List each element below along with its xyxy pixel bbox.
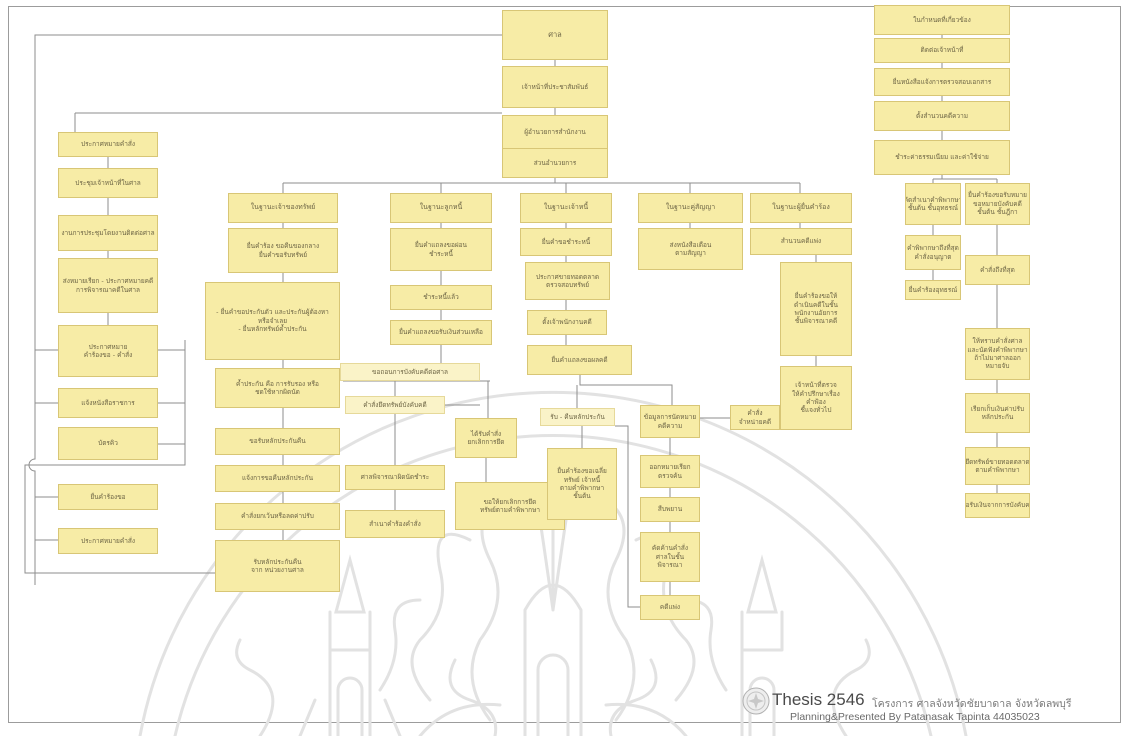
header-owner: ในฐานะเจ้าของทรัพย์ [228, 193, 338, 223]
node-a4: ขอรับหลักประกันคืน [215, 428, 340, 455]
node-c2: ประกาศขายทอดตลาดตรวจสอบทรัพย์ [525, 262, 610, 300]
node-a2: - ยื่นคำขอประกันตัว และประกันผู้ต้องหาหร… [205, 282, 340, 360]
node-b8: สำเนาคำร้องคำสั่ง [345, 510, 445, 538]
node-d6: คดีแพ่ง [640, 595, 700, 620]
node-b2: ชำระหนี้แล้ว [390, 285, 492, 310]
node-d3: ออกหมายเรียกตรวจค้น [640, 455, 700, 488]
node-a3: ค้ำประกัน คือ การรับรอง หรือชดใช้หากผิดน… [215, 368, 340, 408]
node-c3: ตั้งเจ้าพนักงานคดี [527, 310, 607, 335]
thesis-title: Thesis 2546 [772, 690, 865, 709]
node-b4: ขอถอนการบังคับคดีต่อศาล [340, 363, 480, 381]
node-admin-section: ส่วนอำนวยการ [502, 148, 608, 178]
node-left-3: งานการประชุมโดยงานติดต่อศาล [58, 215, 158, 251]
node-s6: ขอรับเงินจากการบังคับคดี [965, 493, 1030, 518]
node-pr-staff: เจ้าหน้าที่ประชาสัมพันธ์ [502, 66, 608, 108]
node-s2: คำสั่งถึงที่สุด [965, 255, 1030, 285]
node-r6: คัดสำเนาคำพิพากษาชั้นต้น ชั้นอุทธรณ์ [905, 183, 961, 225]
node-f1: สำนวนคดีแพ่ง [750, 228, 852, 255]
node-f3: เจ้าหน้าที่ตรวจให้คำปรึกษาเรื่องคำฟ้องชี… [780, 366, 852, 430]
node-a5: แจ้งการขอคืนหลักประกัน [215, 465, 340, 492]
node-b1: ยื่นคำแถลงขอผ่อนชำระหนี้ [390, 228, 492, 271]
node-left-9: ประกาศหมายคำสั่ง [58, 528, 158, 554]
node-d4: สืบพยาน [640, 497, 700, 522]
node-left-2: ประชุมเจ้าหน้าที่ในศาล [58, 168, 158, 198]
node-a1: ยื่นคำร้อง ขอคืนของกลางยื่นคำขอรับทรัพย์ [228, 228, 338, 273]
header-contract-party: ในฐานะคู่สัญญา [638, 193, 743, 223]
node-s1: ยื่นคำร้องขอรับหมายขอหมายบังคับคดีชั้นต้… [965, 183, 1030, 225]
node-office-director: ผู้อำนวยการสำนักงาน [502, 115, 608, 149]
node-d1: ส่งหนังสือเตือนตามสัญญา [638, 228, 743, 270]
node-c6: ยื่นคำร้องขอเฉลี่ยทรัพย์ เจ้าหนี้ตามคำพิ… [547, 448, 617, 520]
node-left-4: ส่งหมายเรียก - ประกาศหมายคดีการพิจารณาคด… [58, 258, 158, 313]
node-c4: ยื่นคำแถลงขอผลคดี [527, 345, 632, 375]
node-r4: ตั้งสำนวนคดีความ [874, 101, 1010, 131]
node-left-5: ประกาศหมายคำร้องขอ - คำสั่ง [58, 325, 158, 377]
node-r5: ชำระค่าธรรมเนียม และค่าใช้จ่าย [874, 140, 1010, 175]
node-d2: ข้อมูลการนัดหมายคดีความ [640, 405, 700, 438]
header-petitioner: ในฐานะผู้ยื่นคำร้อง [750, 193, 852, 223]
node-left-8: ยื่นคำร้องขอ [58, 484, 158, 510]
project-name: โครงการ ศาลจังหวัดชัยบาดาล จังหวัดลพบุรี [872, 698, 1072, 710]
header-creditor: ในฐานะเจ้าหนี้ [520, 193, 612, 223]
node-left-6: แจ้งหนังสือราชการ [58, 388, 158, 418]
node-a6: คำสั่งยกเว้นหรือลดค่าปรับ [215, 503, 340, 530]
node-s4: เรียกเก็บเงินค่าปรับหลักประกัน [965, 393, 1030, 433]
node-c1: ยื่นคำขอชำระหนี้ [520, 228, 612, 256]
node-r1: ในกำหนดที่เกี่ยวข้อง [874, 5, 1010, 35]
author-credit: Planning&Presented By Patanasak Tapinta … [790, 711, 1040, 723]
node-r2: ติดต่อเจ้าหน้าที่ [874, 38, 1010, 63]
node-court: ศาล [502, 10, 608, 60]
node-e1: คำสั่งจำหน่ายคดี [730, 405, 780, 430]
node-f2: ยื่นคำร้องขอให้ดำเนินคดีในชั้นพนักงานอัย… [780, 262, 852, 356]
node-s3: ให้ทราบคำสั่งศาลและนัดฟังคำพิพากษาถ้าไม่… [965, 328, 1030, 380]
node-a7: รับหลักประกันคืนจาก หน่วยงานศาล [215, 540, 340, 592]
node-c5: รับ - คืนหลักประกัน [540, 408, 615, 426]
node-s5: ยึดทรัพย์ขายทอดตลาดตามคำพิพากษา [965, 447, 1030, 485]
node-left-1: ประกาศหมายคำสั่ง [58, 132, 158, 157]
node-d5: คัดค้านคำสั่งศาลในชั้นพิจารณา [640, 532, 700, 582]
header-debtor: ในฐานะลูกหนี้ [390, 193, 492, 223]
node-b6: ได้รับคำสั่งยกเลิกการยึด [455, 418, 517, 458]
node-left-7: บัตรคิว [58, 427, 158, 460]
node-b7: ศาลพิจารณาผิดนัดชำระ [345, 465, 445, 490]
node-b3: ยื่นคำแถลงขอรับเงินส่วนเหลือ [390, 320, 492, 345]
seal-icon [742, 687, 770, 715]
node-r8: ยื่นคำร้องอุทธรณ์ [905, 280, 961, 300]
page-frame [8, 6, 1121, 723]
node-b5: คำสั่งยึดทรัพย์บังคับคดี [345, 396, 445, 414]
node-b9: ขอให้ยกเลิกการยึดทรัพย์ตามคำพิพากษา [455, 482, 565, 530]
node-r7: คำพิพากษาถึงที่สุดคำสั่งอนุญาต [905, 235, 961, 270]
node-r3: ยื่นหนังสือแจ้งการตรวจสอบเอกสาร [874, 68, 1010, 96]
